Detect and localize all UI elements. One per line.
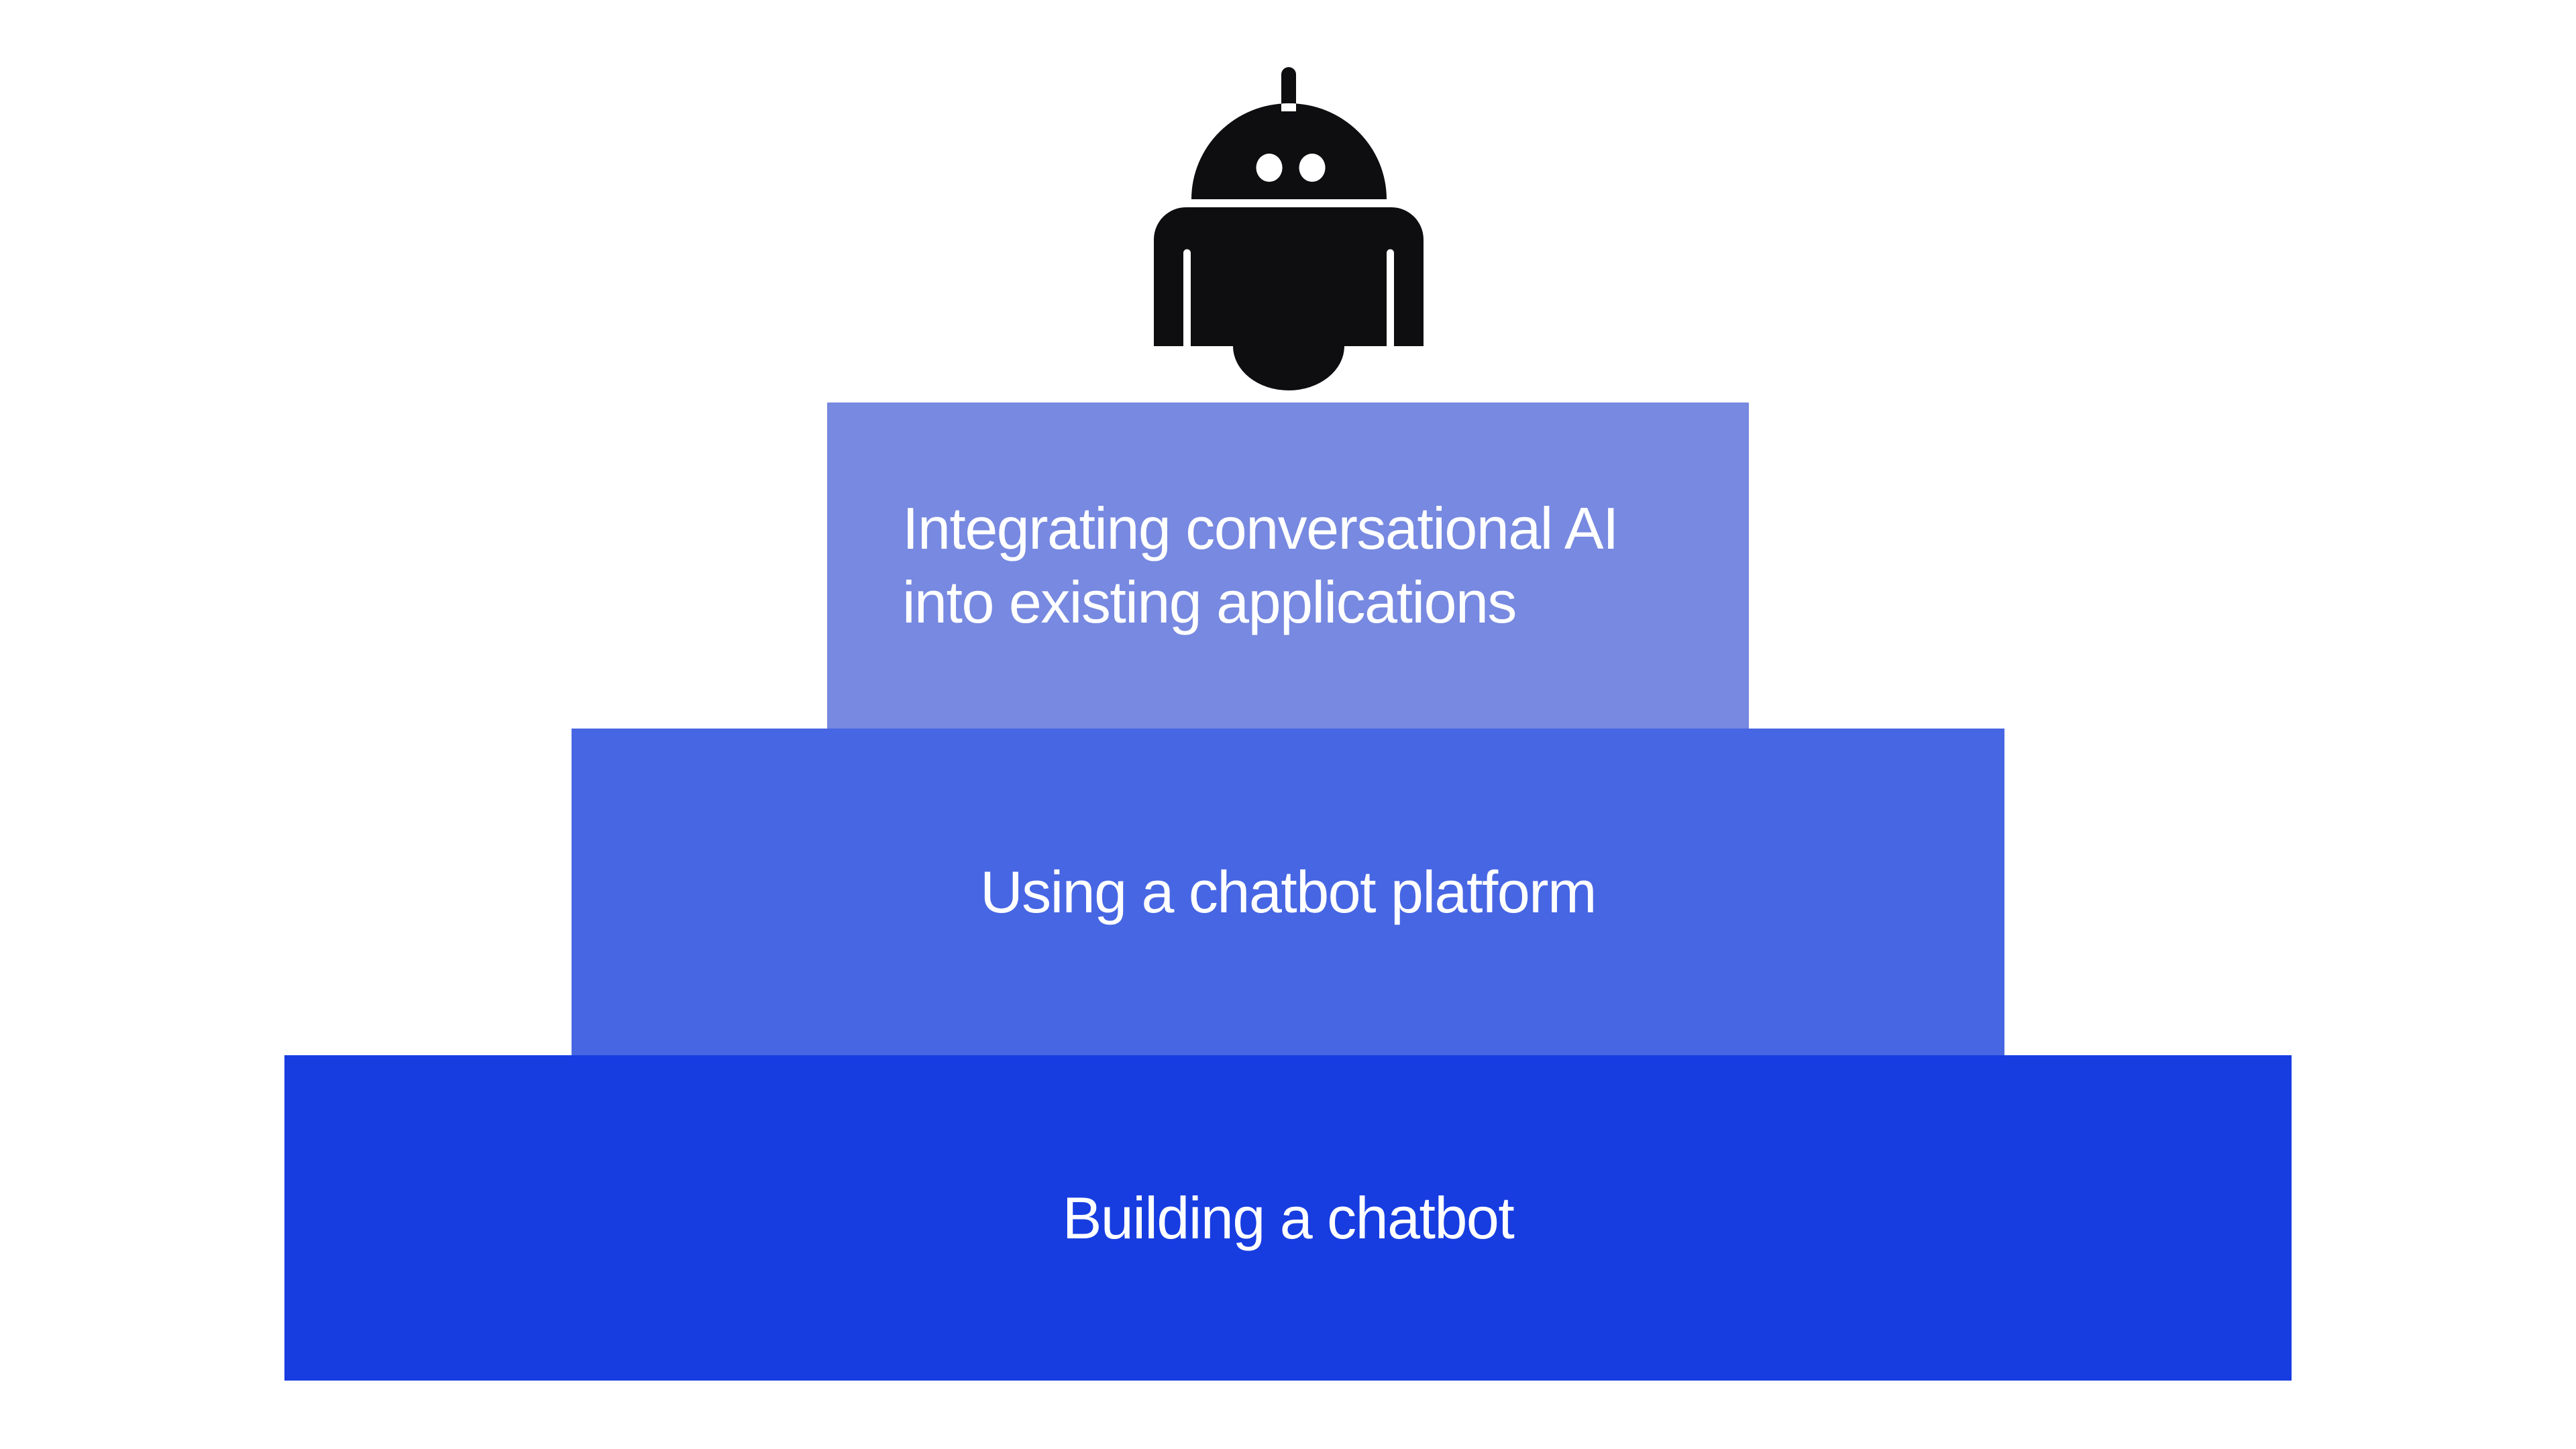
label-line: Building a chatbot [1062, 1184, 1515, 1251]
label-line: into existing applications [902, 569, 1517, 635]
label-line: Integrating conversational AI [902, 495, 1619, 561]
label-line: Using a chatbot platform [980, 858, 1597, 925]
pyramid-level-building: Building a chatbot [284, 1055, 2292, 1381]
robot-glyph [1154, 67, 1424, 390]
pyramid-level-integration-label: Integrating conversational AI into exist… [902, 492, 1619, 639]
pyramid-level-integration: Integrating conversational AI into exist… [827, 402, 1749, 729]
pyramid-level-platform-label: Using a chatbot platform [980, 855, 1597, 929]
pyramid-level-building-label: Building a chatbot [1062, 1181, 1515, 1255]
chatbot-robot-icon [1154, 67, 1424, 390]
pyramid-level-platform: Using a chatbot platform [572, 729, 2004, 1055]
